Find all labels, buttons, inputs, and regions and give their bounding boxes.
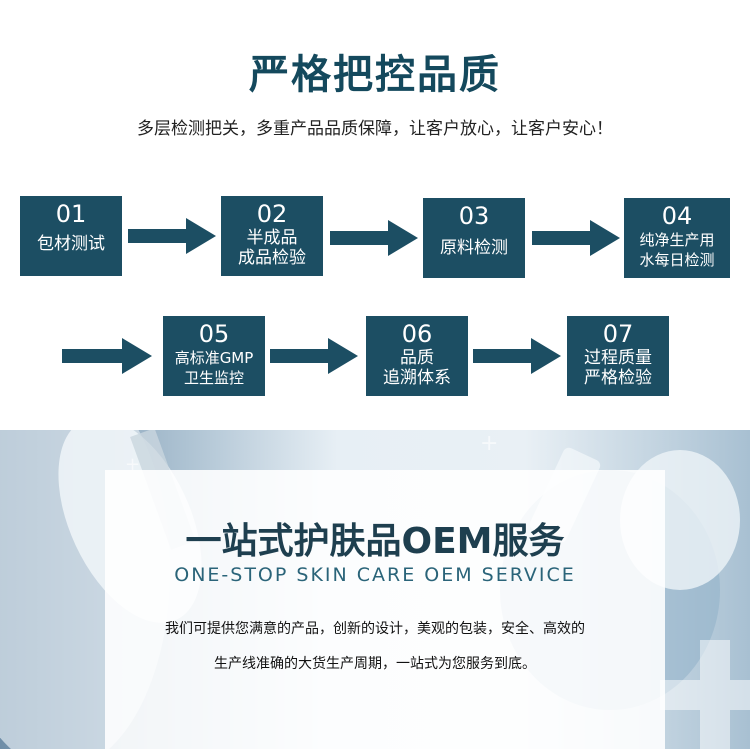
step-label: 水每日检测: [639, 251, 715, 269]
step-number: 02: [256, 200, 288, 228]
step-box-07: 07 过程质量 严格检验: [567, 316, 669, 396]
arrow-right-icon: [62, 338, 152, 374]
step-label: 严格检验: [584, 368, 652, 388]
step-number: 01: [55, 200, 87, 228]
step-label: 半成品: [246, 228, 298, 248]
step-number: 03: [458, 202, 490, 230]
service-subtitle-en: ONE-STOP SKIN CARE OEM SERVICE: [174, 564, 576, 586]
page-subtitle: 多层检测把关，多重产品品质保障，让客户放心，让客户安心！: [137, 119, 613, 139]
step-label: 原料检测: [440, 238, 508, 258]
service-title: 一站式护肤品OEM服务: [185, 521, 565, 562]
step-label: 成品检验: [238, 248, 306, 268]
step-number: 07: [602, 320, 634, 348]
step-label: 纯净生产用: [639, 231, 715, 249]
svg-text:+: +: [125, 454, 140, 475]
lab-background-image: + +: [0, 430, 750, 749]
step-label: 追溯体系: [383, 368, 451, 388]
arrow-right-icon: [128, 218, 216, 254]
arrow-right-icon: [330, 220, 418, 256]
service-description-line2: 生产线准确的大货生产周期，一站式为您服务到底。: [214, 656, 536, 672]
step-box-05: 05 高标准GMP 卫生监控: [163, 316, 265, 396]
step-box-04: 04 纯净生产用 水每日检测: [624, 198, 730, 278]
step-label: 过程质量: [584, 348, 652, 368]
step-number: 06: [401, 320, 433, 348]
step-label: 卫生监控: [183, 369, 244, 387]
step-number: 05: [198, 320, 230, 348]
arrow-right-icon: [532, 220, 620, 256]
step-label: 品质: [400, 348, 434, 368]
arrow-right-icon: [473, 338, 561, 374]
step-box-02: 02 半成品 成品检验: [221, 196, 323, 276]
step-box-06: 06 品质 追溯体系: [366, 316, 468, 396]
step-box-01: 01 包材测试: [20, 196, 122, 276]
step-label: 包材测试: [37, 234, 105, 254]
arrow-right-icon: [270, 338, 358, 374]
step-label: 高标准GMP: [174, 349, 254, 367]
page-title: 严格把控品质: [249, 52, 501, 98]
step-number: 04: [661, 202, 693, 230]
step-box-03: 03 原料检测: [423, 198, 525, 278]
svg-text:+: +: [480, 431, 498, 456]
service-description-line1: 我们可提供您满意的产品，创新的设计，美观的包装，安全、高效的: [165, 621, 585, 637]
service-card: [105, 470, 665, 749]
